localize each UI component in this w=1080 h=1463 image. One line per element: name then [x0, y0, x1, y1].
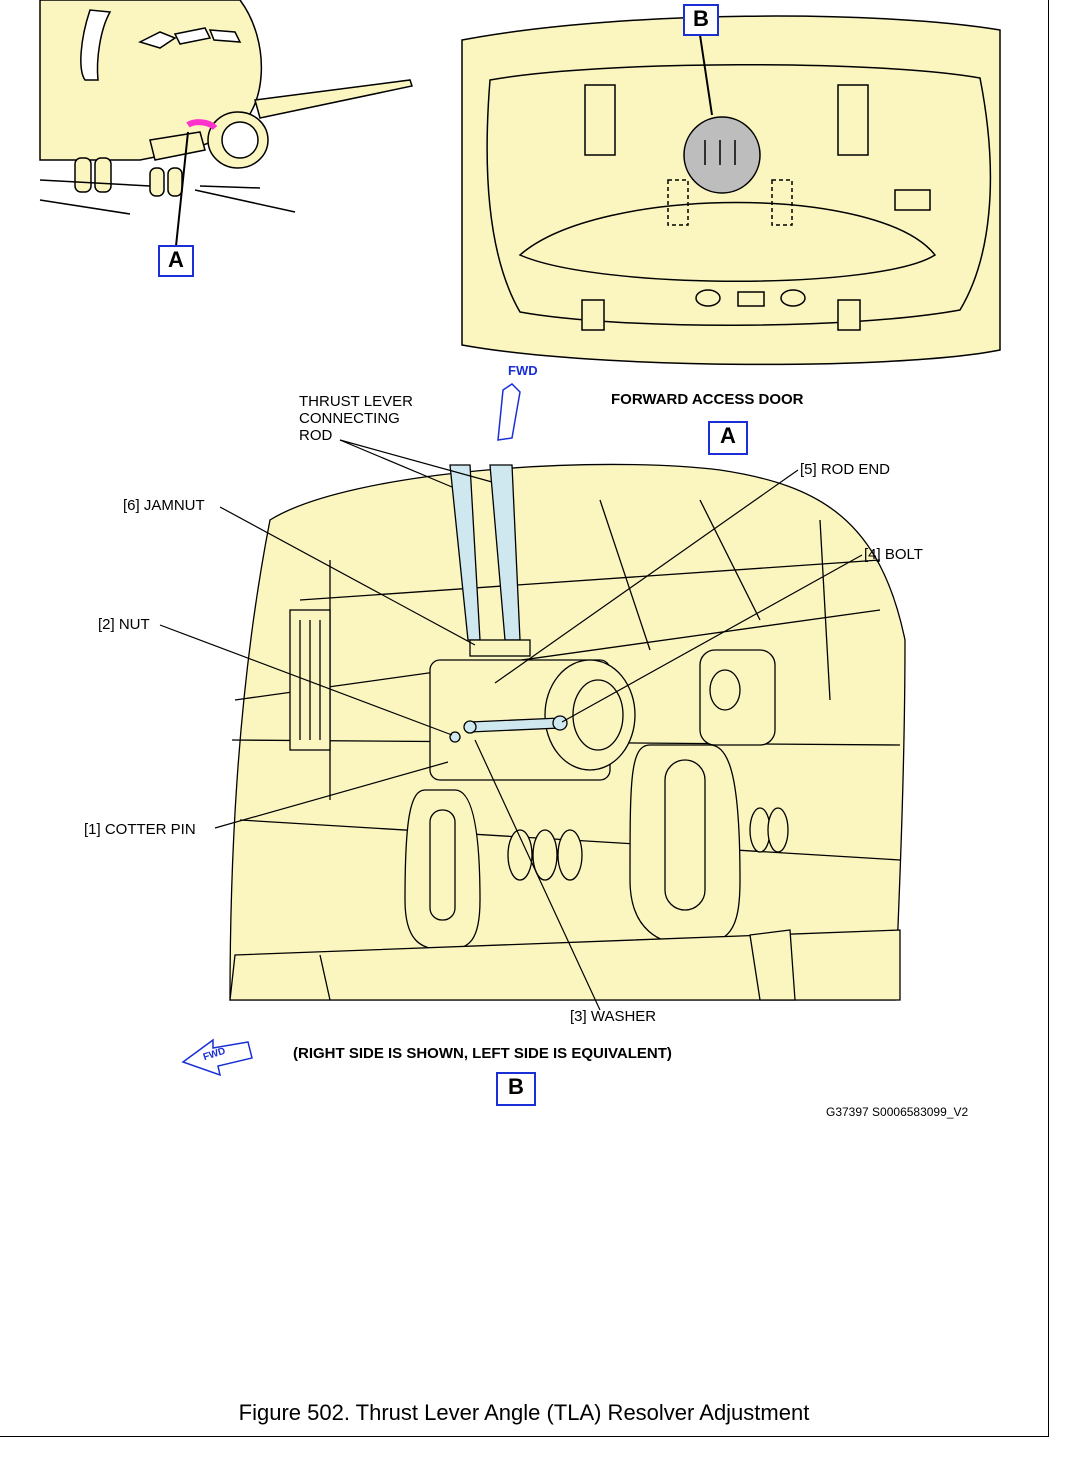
door-title: FORWARD ACCESS DOOR: [611, 391, 804, 408]
airplane-illustration: [39, 0, 413, 247]
callout-b-top: B: [683, 4, 719, 36]
part-jamnut-label: [6] JAMNUT: [123, 497, 205, 514]
part-connecting-rod-label: THRUST LEVER CONNECTING ROD: [299, 393, 413, 444]
view-label-b: B: [496, 1072, 536, 1106]
part-nut-label: [2] NUT: [98, 616, 150, 633]
fwd-label-top: FWD: [508, 363, 538, 378]
forward-access-door-view: [461, 15, 1001, 366]
part-rod-end-label: [5] ROD END: [800, 461, 891, 478]
part-washer-label: [3] WASHER: [570, 1008, 657, 1025]
leader-lines: [159, 439, 863, 1011]
fwd-arrow-top-icon: [497, 383, 521, 441]
fwd-arrow-bottom-icon: [181, 1038, 253, 1077]
figure-caption: Figure 502. Thrust Lever Angle (TLA) Res…: [238, 1400, 810, 1425]
page-frame: [0, 0, 1049, 1437]
detail-view-b: [229, 463, 906, 1001]
part-bolt-label: [4] BOLT: [864, 546, 923, 563]
callout-a-top: A: [158, 245, 194, 277]
drawing-id: G37397 S0006583099_V2: [826, 1105, 969, 1119]
part-cotter-pin-label: [1] COTTER PIN: [84, 821, 196, 838]
view-note: (RIGHT SIDE IS SHOWN, LEFT SIDE IS EQUIV…: [293, 1045, 672, 1062]
view-label-a: A: [708, 421, 748, 455]
